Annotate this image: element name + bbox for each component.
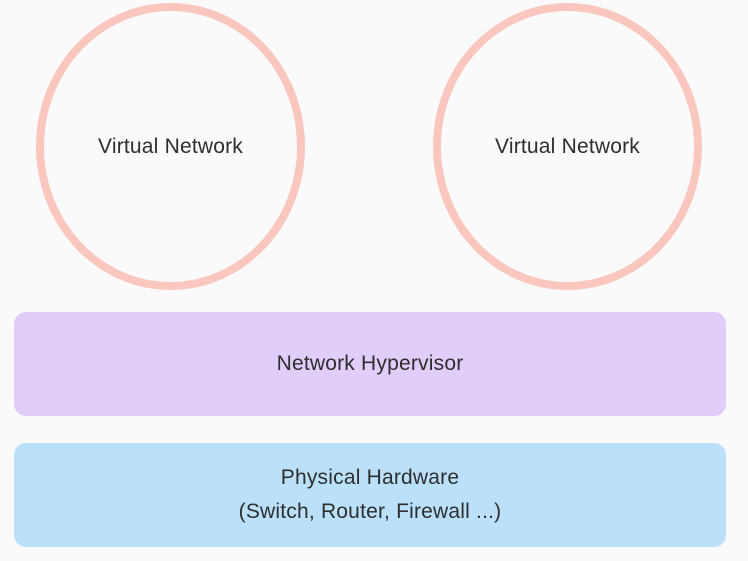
virtual-network-label-1: Virtual Network bbox=[98, 134, 243, 158]
virtual-network-node-1: Virtual Network bbox=[36, 3, 305, 290]
physical-hardware-label-line1: Physical Hardware bbox=[280, 466, 460, 489]
network-hypervisor-label: Network Hypervisor bbox=[276, 352, 464, 375]
physical-hardware-layer: Physical Hardware (Switch, Router, Firew… bbox=[14, 443, 726, 547]
physical-hardware-label-line2: (Switch, Router, Firewall ...) bbox=[238, 500, 502, 523]
network-hypervisor-layer: Network Hypervisor bbox=[14, 312, 726, 416]
virtual-network-label-2: Virtual Network bbox=[495, 134, 640, 158]
virtual-network-node-2: Virtual Network bbox=[433, 3, 702, 290]
